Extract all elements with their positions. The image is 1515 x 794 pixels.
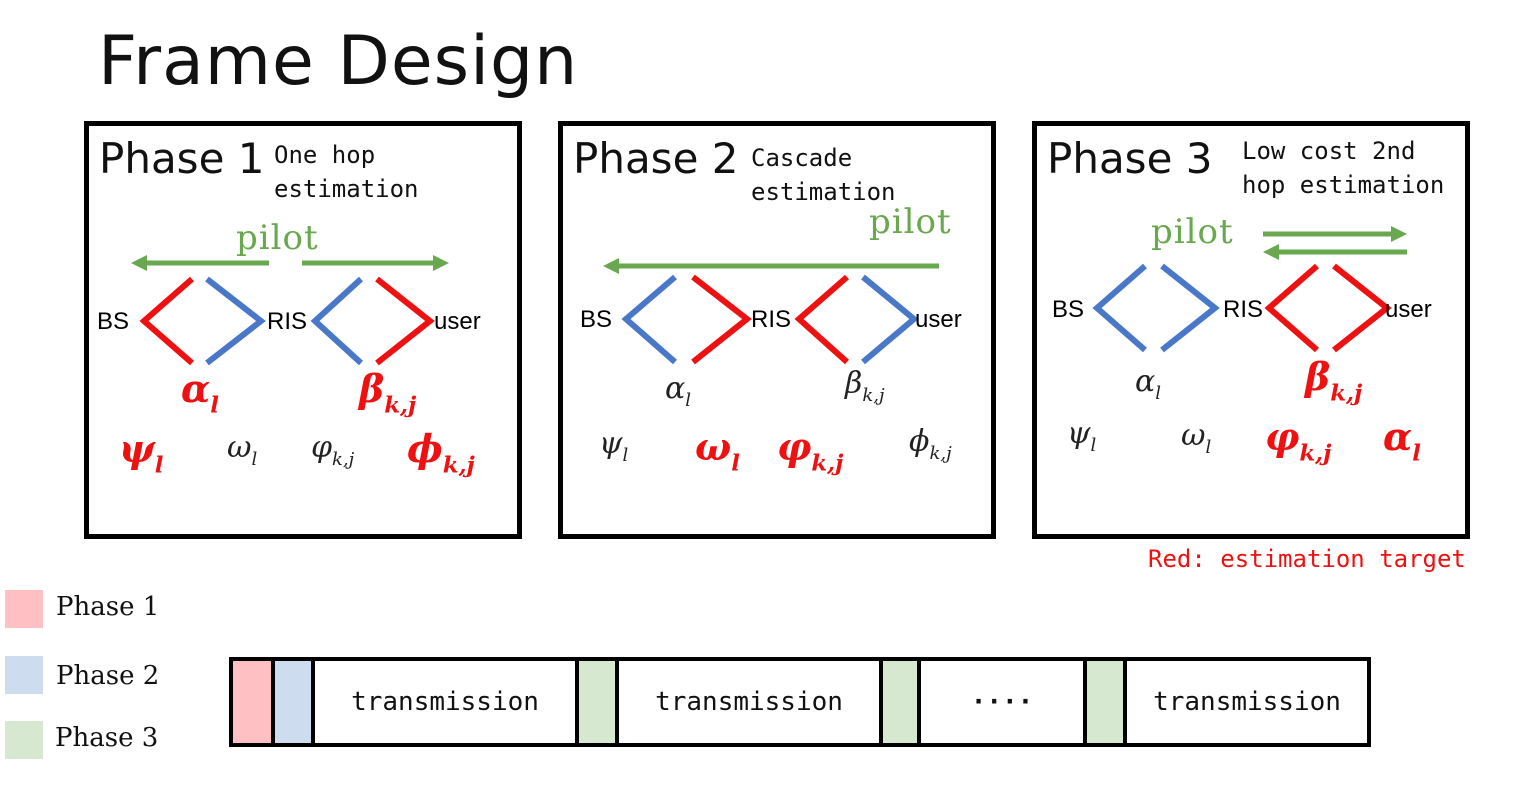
phase-description: Low cost 2nd hop estimation — [1242, 137, 1445, 199]
alpha-symbol: αl — [181, 366, 219, 419]
alpha-symbol: αl — [665, 371, 692, 412]
phase2-diagram — [603, 258, 939, 365]
phi-symbol: ϕk,j — [909, 424, 952, 465]
omega-symbol: ωl — [1181, 418, 1212, 459]
legend-swatch-phase2 — [5, 656, 43, 694]
alpha-target-symbol: αl — [1383, 414, 1421, 467]
segment-ellipsis: ···· — [921, 661, 1087, 743]
psi-symbol: ψl — [1067, 416, 1097, 457]
phase2-panel: Phase 2 Cascade estimation pilot BS RIS … — [558, 121, 996, 539]
user-node: user — [1385, 296, 1432, 323]
segment-phase1 — [233, 661, 275, 743]
segment-phase3 — [579, 661, 619, 743]
user-node: user — [915, 306, 962, 333]
ris-node: RIS — [1223, 296, 1264, 323]
bs-node: BS — [1052, 296, 1085, 323]
legend-label-phase1: Phase 1 — [56, 592, 160, 622]
varphi-symbol: φk,j — [777, 424, 844, 477]
bs-node: BS — [580, 306, 613, 333]
segment-phase3 — [883, 661, 921, 743]
pilot-label: pilot — [869, 202, 952, 242]
legend-swatch-phase3 — [5, 721, 43, 759]
segment-transmission: transmission — [315, 661, 579, 743]
estimation-target-note: Red: estimation target — [1148, 545, 1466, 573]
pilot-label: pilot — [236, 218, 319, 258]
phase-label: Phase 2 — [573, 134, 739, 183]
phase-label: Phase 1 — [99, 134, 265, 183]
segment-phase2 — [275, 661, 315, 743]
phase3-diagram — [1092, 226, 1407, 353]
phase3-panel: Phase 3 Low cost 2nd hop estimation pilo… — [1032, 121, 1470, 539]
legend-swatch-phase1 — [5, 590, 43, 628]
pilot-label: pilot — [1151, 212, 1234, 252]
frame-timeline: transmission transmission ···· transmiss… — [229, 657, 1371, 747]
phi-symbol: ϕk,j — [407, 426, 475, 479]
ris-node: RIS — [751, 306, 792, 333]
phase1-panel: Phase 1 One hop estimation pilot BS RIS … — [84, 121, 522, 539]
psi-symbol: ψl — [119, 426, 164, 479]
phase-description: Cascade estimation — [751, 144, 896, 206]
omega-symbol: ωl — [695, 424, 740, 477]
beta-symbol: βk,j — [1305, 354, 1363, 407]
phase1-diagram — [131, 255, 449, 366]
beta-symbol: βk,j — [359, 366, 417, 419]
segment-phase3 — [1087, 661, 1127, 743]
segment-transmission: transmission — [1153, 687, 1341, 717]
bs-node: BS — [97, 308, 130, 335]
varphi-symbol: φk,j — [1265, 414, 1332, 467]
user-node: user — [434, 308, 481, 335]
psi-symbol: ψl — [599, 426, 629, 467]
page-title: Frame Design — [98, 22, 579, 101]
alpha-symbol: αl — [1135, 364, 1162, 405]
segment-transmission: transmission — [619, 661, 883, 743]
phase-description: One hop estimation — [274, 141, 419, 203]
phase-label: Phase 3 — [1047, 134, 1213, 183]
beta-symbol: βk,j — [845, 366, 885, 407]
legend-label-phase2: Phase 2 — [56, 661, 160, 691]
legend-label-phase3: Phase 3 — [55, 723, 159, 753]
ris-node: RIS — [267, 308, 308, 335]
omega-symbol: ωl — [227, 430, 258, 471]
varphi-symbol: φk,j — [311, 430, 355, 471]
